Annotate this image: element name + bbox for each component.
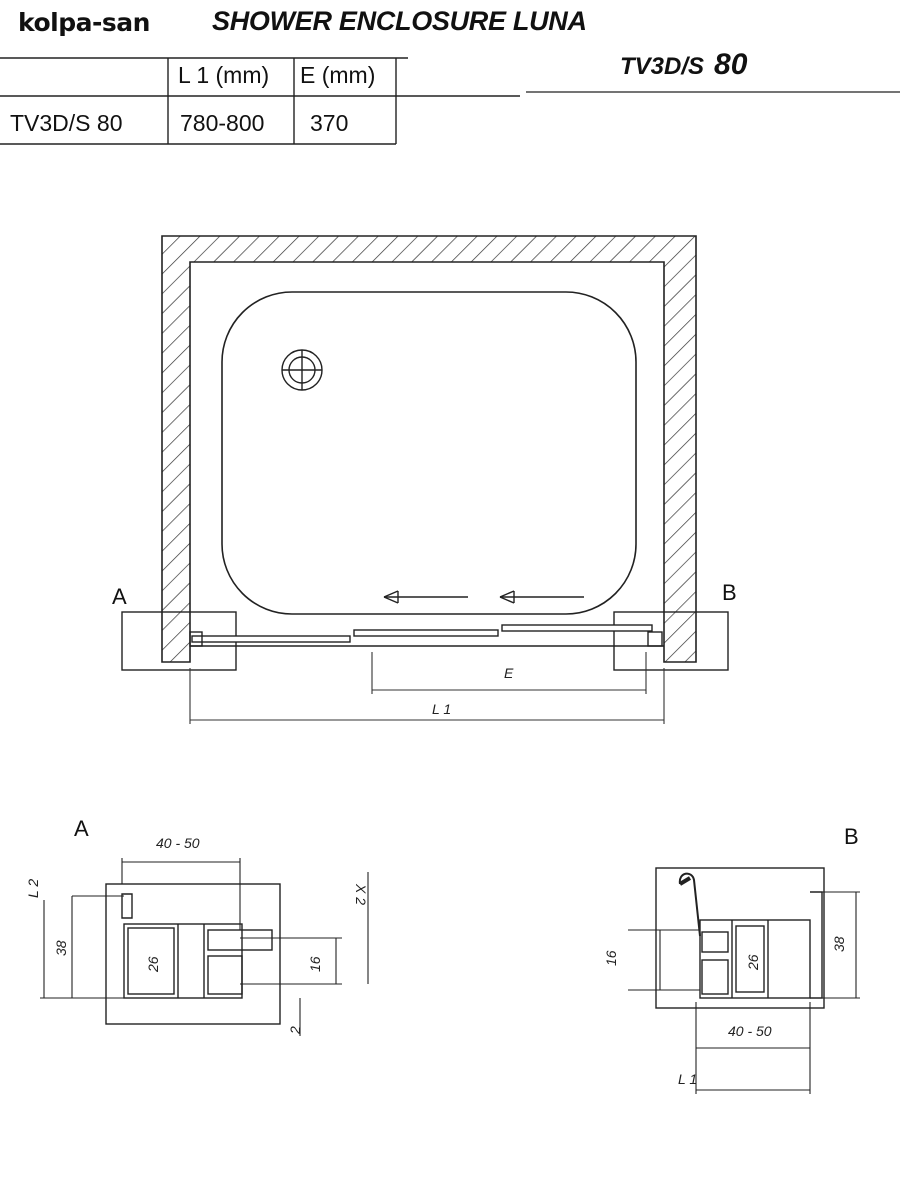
table-cell-l1: 780-800 bbox=[180, 110, 265, 136]
drain-icon bbox=[281, 349, 323, 391]
table-header-e: E (mm) bbox=[300, 62, 376, 88]
detail-a-16-dim: 16 bbox=[307, 956, 323, 972]
detail-a bbox=[40, 858, 369, 1036]
table-cell-model: TV3D/S 80 bbox=[10, 110, 123, 136]
detail-b-profile bbox=[699, 919, 811, 999]
page-title: SHOWER ENCLOSURE LUNA bbox=[212, 6, 587, 36]
detail-a-label: A bbox=[74, 816, 89, 841]
detail-a-profile bbox=[123, 923, 243, 999]
detail-b-l1-dim: L 1 bbox=[678, 1071, 697, 1087]
detail-a-38-dim: 38 bbox=[53, 940, 69, 956]
detail-b-label: B bbox=[844, 824, 859, 849]
table-cell-e: 370 bbox=[310, 110, 349, 136]
detail-a-x2-dim: X 2 bbox=[353, 883, 369, 905]
spec-table-lines bbox=[0, 57, 900, 145]
plan-dim-e: E bbox=[504, 665, 514, 681]
detail-a-2-dim: 2 bbox=[287, 1026, 303, 1035]
detail-b-wall-box bbox=[655, 867, 825, 1009]
detail-b-26-dim: 26 bbox=[745, 954, 761, 971]
plan-label-b: B bbox=[722, 580, 737, 605]
wall-hatched bbox=[161, 235, 697, 663]
table-header-l1: L 1 (mm) bbox=[178, 62, 270, 88]
detail-box-b bbox=[613, 611, 729, 671]
detail-a-26-dim: 26 bbox=[145, 956, 161, 973]
dimension-l1 bbox=[189, 668, 665, 724]
detail-b-16-dim: 16 bbox=[603, 950, 619, 966]
brand-logo: kolpa-san bbox=[18, 8, 150, 37]
model-size: 80 bbox=[714, 48, 748, 81]
detail-b-width-dim: 40 - 50 bbox=[728, 1023, 772, 1039]
detail-a-l2-dim: L 2 bbox=[25, 879, 41, 898]
plan-view bbox=[121, 235, 729, 724]
detail-b-38-dim: 38 bbox=[831, 936, 847, 952]
plan-label-a: A bbox=[112, 584, 127, 609]
sliding-direction-arrows bbox=[383, 590, 584, 604]
detail-a-wall-box bbox=[105, 883, 281, 1025]
detail-a-width-dim: 40 - 50 bbox=[156, 835, 200, 851]
shower-tray bbox=[221, 291, 637, 615]
plan-dim-l1: L 1 bbox=[432, 701, 451, 717]
glass-panels bbox=[189, 624, 664, 647]
dimension-e bbox=[371, 652, 647, 694]
detail-b bbox=[628, 867, 860, 1094]
model-label: TV3D/S 80 bbox=[620, 48, 747, 82]
model-code: TV3D/S bbox=[620, 53, 705, 80]
